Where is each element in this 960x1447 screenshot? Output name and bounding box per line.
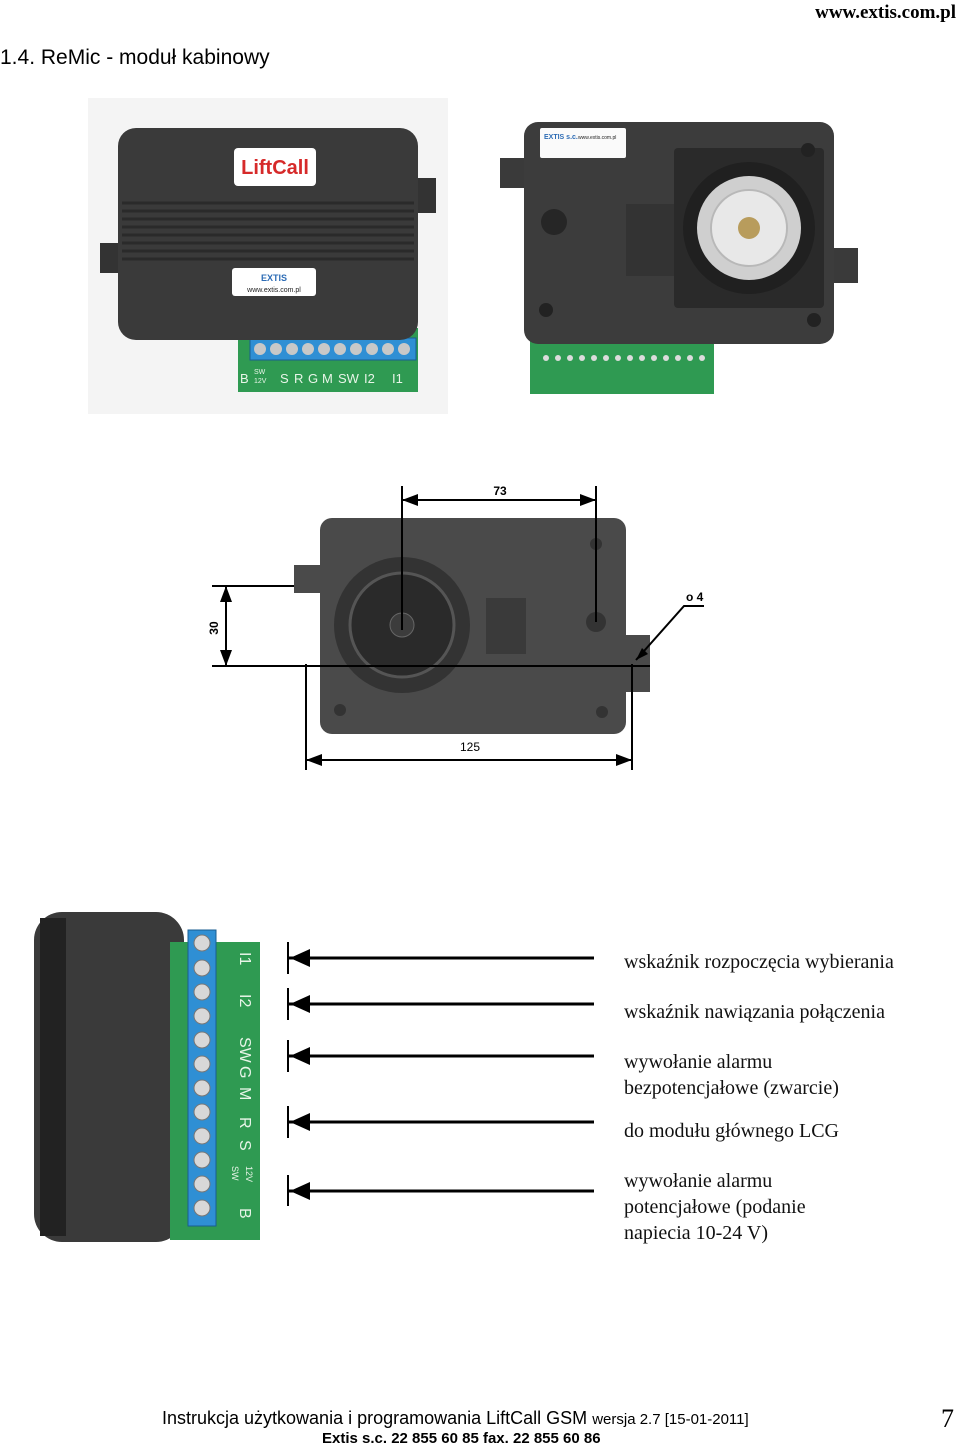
footer-manual-title: Instrukcja użytkowania i programowania L… <box>162 1408 588 1428</box>
label-alarm-dry-2: bezpotencjałowe (zwarcie) <box>624 1077 839 1099</box>
connection-arrows <box>287 942 594 1206</box>
extis-label-brand: EXTIS <box>261 273 287 283</box>
pcb-terminal-label: 12V <box>244 1166 254 1182</box>
label-alarm-voltage-2: potencjałowe (podanie <box>624 1196 806 1218</box>
arrow-head <box>290 1047 310 1065</box>
liftcall-logo-text: LiftCall <box>241 157 309 179</box>
arrow-head <box>290 1113 310 1131</box>
footer-contact: Extis s.c. 22 855 60 85 fax. 22 855 60 8… <box>322 1430 601 1447</box>
footer-version: wersja 2.7 [15-01-2011] <box>592 1411 749 1428</box>
liftcall-logo <box>234 148 316 186</box>
label-alarm-voltage-1: wywołanie alarmu <box>624 1170 773 1192</box>
pcb-terminal-label: I2 <box>364 371 375 386</box>
pcb-terminal-label: G <box>308 371 318 386</box>
pcb-terminal-label: G <box>236 1066 253 1078</box>
dimension-hole-diameter: o 4 <box>686 590 704 604</box>
pcb-terminal-label: I1 <box>392 371 403 386</box>
extis-label <box>540 128 626 158</box>
pcb-terminal-label: I2 <box>236 994 253 1007</box>
photo-module-back: EXTIS s.c. www.extis.com.pl <box>500 122 858 394</box>
microphone-hole <box>541 209 567 235</box>
pcb-terminal-label: SW <box>236 1037 253 1064</box>
pcb-terminal-label: S <box>236 1140 253 1151</box>
pcb-terminal-label: R <box>236 1117 253 1129</box>
section-title: 1.4. ReMic - moduł kabinowy <box>0 46 270 69</box>
pcb-terminal-label: B <box>240 371 249 386</box>
page-number: 7 <box>941 1404 954 1433</box>
dimension-height: 30 <box>207 621 221 635</box>
extis-label-url: www.extis.com.pl <box>578 135 616 141</box>
label-alarm-voltage-3: napiecia 10-24 V) <box>624 1222 769 1244</box>
dimension-width-bottom: 125 <box>460 740 480 754</box>
label-alarm-dry-1: wywołanie alarmu <box>624 1051 773 1073</box>
extis-label <box>232 268 316 296</box>
footer-title: Instrukcja użytkowania i programowania L… <box>162 1408 749 1429</box>
pcb-terminal-label: R <box>294 371 303 386</box>
pcb-terminal-label: M <box>322 371 333 386</box>
arrow-head <box>290 995 310 1013</box>
pcb-terminal-label: SW <box>254 369 266 376</box>
pcb-terminal-label: M <box>236 1087 253 1100</box>
pcb-terminal-label: I1 <box>236 952 253 965</box>
terminal-block <box>249 337 417 361</box>
arrow-head <box>290 1182 310 1200</box>
arrow-head <box>290 949 310 967</box>
dimension-drawing: 73 o 4 30 125 <box>207 484 704 770</box>
extis-label-brand: EXTIS s.c. <box>544 134 578 141</box>
pcb-terminal-label: S <box>280 371 289 386</box>
extis-label-url: www.extis.com.pl <box>246 287 301 294</box>
pcb-terminal-label: B <box>236 1208 253 1219</box>
pcb-terminal-label: 12V <box>254 378 267 385</box>
label-dialing-indicator: wskaźnik rozpoczęcia wybierania <box>624 951 894 973</box>
pcb-terminal-label: SW <box>338 371 360 386</box>
label-main-module: do modułu głównego LCG <box>624 1120 839 1142</box>
photo-module-front: B SW 12V S R G M SW I2 I1 LiftCall EXTIS… <box>88 98 448 414</box>
dimension-width-top: 73 <box>493 484 507 498</box>
label-connection-indicator: wskaźnik nawiązania połączenia <box>624 1001 885 1023</box>
pcb-terminal-label: SW <box>230 1166 240 1181</box>
photo-terminal-detail: I1 I2 SW G M R S 12V SW B <box>34 912 274 1242</box>
module-housing <box>34 912 184 1242</box>
pcb-board <box>530 336 714 394</box>
header-website: www.extis.com.pl <box>815 2 956 23</box>
